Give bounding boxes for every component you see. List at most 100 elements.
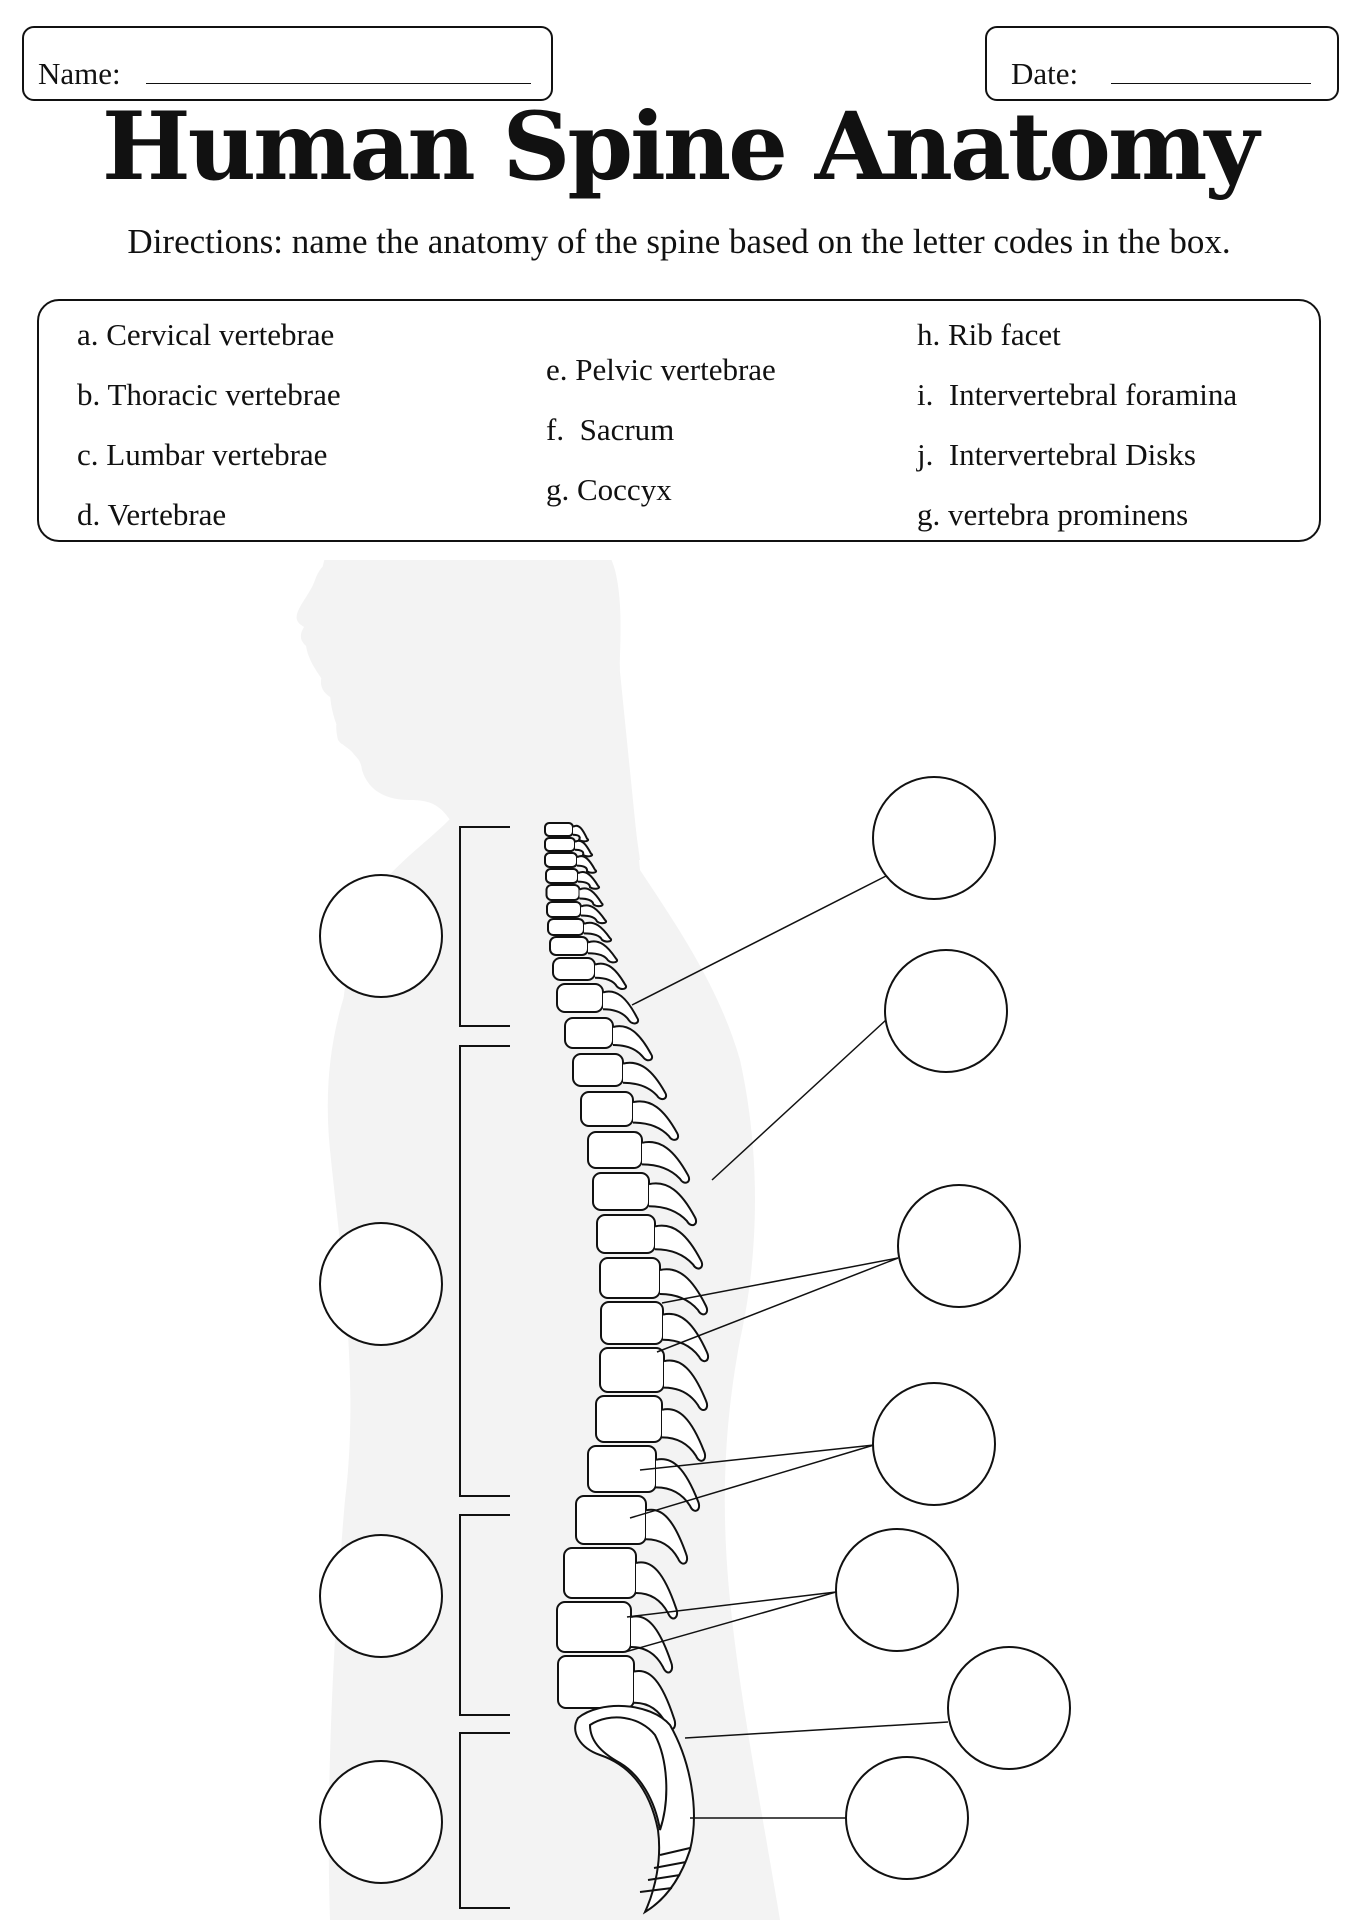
bank-item-h: h. Rib facet [917, 317, 1061, 352]
vertebra-body [575, 1495, 647, 1545]
spinous-process [632, 1100, 679, 1141]
answer-circle-thoracic[interactable] [319, 1222, 443, 1346]
leader-5a [626, 1591, 837, 1618]
spinous-process [641, 1141, 690, 1184]
vertebra-body [544, 852, 578, 868]
vertebra-body [596, 1214, 656, 1254]
vertebra-body [563, 1547, 637, 1599]
spinous-process [661, 1408, 706, 1462]
word-bank: a. Cervical vertebrae b. Thoracic verteb… [37, 299, 1321, 542]
bracket-lumbar [459, 1514, 510, 1716]
answer-circle-cervical[interactable] [319, 874, 443, 998]
vertebra-body [599, 1347, 665, 1393]
vertebra-body [595, 1395, 663, 1443]
spinous-process [648, 1182, 697, 1227]
spinous-process [602, 990, 639, 1025]
vertebra-body [580, 1091, 634, 1127]
spinous-process [574, 839, 593, 858]
answer-circle-lumbar[interactable] [319, 1534, 443, 1658]
sacrum-shape [574, 1704, 695, 1915]
leader-4a [639, 1444, 875, 1471]
bracket-cervical [459, 826, 510, 1027]
bank-item-f: f. Sacrum [546, 412, 675, 447]
answer-circle-3[interactable] [897, 1184, 1021, 1308]
vertebra-body [549, 936, 589, 956]
spinous-process [577, 871, 600, 890]
head-silhouette [305, 560, 640, 860]
leader-4b [629, 1444, 875, 1519]
bank-item-b: b. Thoracic vertebrae [77, 377, 341, 412]
answer-circle-6[interactable] [947, 1646, 1071, 1770]
spine-diagram [296, 560, 1071, 1920]
bank-item-a: a. Cervical vertebrae [77, 317, 335, 352]
spinous-process [587, 940, 618, 964]
leader-lines [624, 874, 949, 1819]
vertebra-body [547, 918, 585, 936]
bank-item-e: e. Pelvic vertebrae [546, 352, 776, 387]
spinous-process [622, 1061, 667, 1101]
sacrum-inner [588, 1716, 668, 1831]
region-brackets [459, 826, 510, 1909]
vertebra-body [600, 1301, 664, 1345]
bank-item-j: j. Intervertebral Disks [917, 437, 1196, 472]
vertebra-body [544, 837, 576, 852]
vertebra-body [546, 901, 582, 918]
spinous-process [633, 1669, 676, 1731]
bracket-pelvic [459, 1732, 510, 1909]
spinous-process [645, 1508, 688, 1565]
answer-circle-2[interactable] [884, 949, 1008, 1073]
answer-circle-7[interactable] [845, 1756, 969, 1880]
spinous-process [663, 1359, 708, 1411]
spinous-process [572, 824, 589, 843]
spinous-process [580, 904, 607, 925]
name-field-box: Name: [22, 26, 553, 101]
spinous-process [612, 1025, 653, 1062]
date-input-line[interactable] [1111, 83, 1311, 84]
spinous-process [654, 1224, 703, 1270]
leader-5b [624, 1591, 837, 1653]
answer-circle-4[interactable] [872, 1382, 996, 1506]
leader-2 [711, 1019, 887, 1181]
bank-item-g: g. Coccyx [546, 472, 672, 507]
spine-illustration [544, 822, 709, 1731]
vertebra-body [544, 822, 574, 837]
spinous-process [594, 962, 627, 990]
vertebra-body [552, 957, 596, 981]
page-title: Human Spine Anatomy [101, 92, 1259, 202]
date-label: Date: [1011, 56, 1079, 91]
spinous-process [583, 921, 612, 943]
vertebra-body [587, 1131, 643, 1169]
spinous-process [576, 855, 597, 874]
leader-1 [631, 874, 889, 1006]
spinous-process [635, 1561, 678, 1620]
vertebra-body [556, 983, 604, 1013]
vertebra-body [545, 884, 581, 901]
vertebra-body [572, 1053, 624, 1087]
spinous-process [662, 1312, 709, 1363]
name-label: Name: [38, 56, 121, 91]
vertebra-body [556, 1601, 632, 1653]
bracket-thoracic [459, 1045, 510, 1497]
directions-text: Directions: name the anatomy of the spin… [127, 222, 1231, 261]
bank-item-g2: g. vertebra prominens [917, 497, 1189, 532]
leader-6 [684, 1721, 949, 1739]
bank-item-i: i. Intervertebral foramina [917, 377, 1238, 412]
vertebra-body [557, 1655, 635, 1709]
spinous-process [659, 1268, 708, 1316]
vertebra-body [564, 1017, 614, 1049]
answer-circle-pelvic[interactable] [319, 1760, 443, 1884]
vertebra-body [545, 868, 579, 884]
sacrum-illustration [574, 1704, 695, 1915]
name-input-line[interactable] [146, 83, 531, 84]
spinous-process [579, 887, 604, 908]
answer-circle-1[interactable] [872, 776, 996, 900]
leader-3b [656, 1257, 899, 1353]
vertebra-body [599, 1257, 661, 1299]
coccyx-lines [639, 1847, 691, 1893]
leader-3a [661, 1257, 899, 1304]
date-field-box: Date: [985, 26, 1339, 101]
bank-item-d: d. Vertebrae [77, 497, 227, 532]
answer-circle-5[interactable] [835, 1528, 959, 1652]
bank-item-c: c. Lumbar vertebrae [77, 437, 328, 472]
vertebra-body [592, 1172, 650, 1211]
